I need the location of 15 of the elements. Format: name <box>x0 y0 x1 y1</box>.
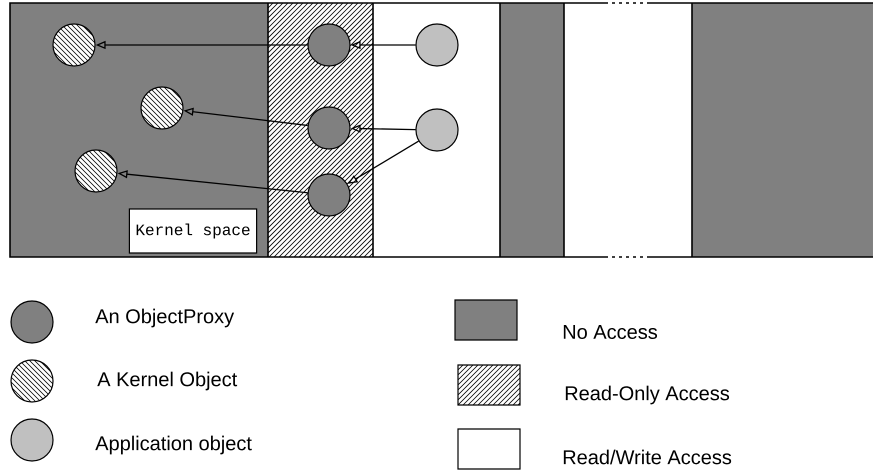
kernel-object-circle <box>140 86 184 130</box>
object-proxy-circle <box>307 23 351 67</box>
application-object-circle <box>415 108 459 152</box>
kernel-object-circle <box>74 149 118 193</box>
object-proxy-circle <box>307 173 351 217</box>
label-box: Kernel space <box>128 208 258 254</box>
kernel-object-circle <box>52 23 96 67</box>
legend-label: An ObjectProxy <box>95 308 234 328</box>
legend-label: Read-Only Access <box>566 386 730 404</box>
application-object-circle <box>415 23 459 67</box>
legend-label: A Kernel Object <box>97 372 238 390</box>
legend-label: Read/Write Access <box>564 450 732 464</box>
object-proxy-circle <box>307 106 351 150</box>
legend-label: No Access <box>564 325 658 339</box>
legend-label: Application object <box>95 436 252 454</box>
